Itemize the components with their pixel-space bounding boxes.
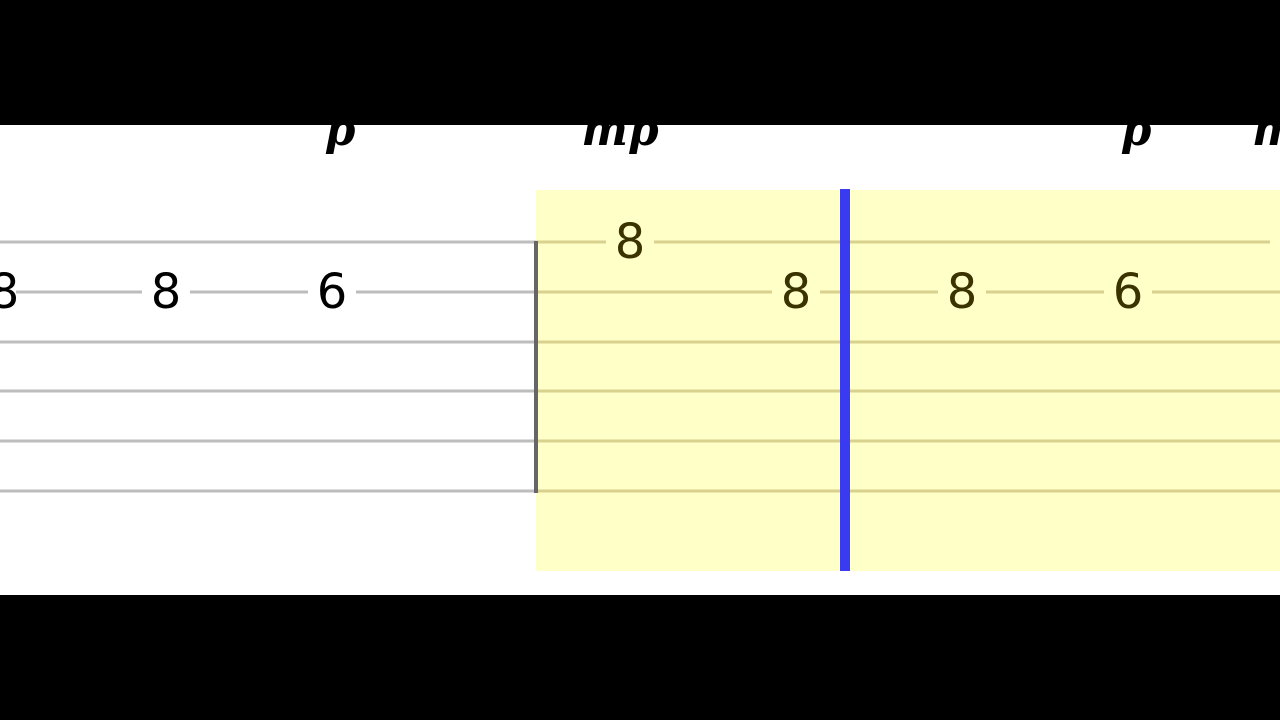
dynamic-marking: mp bbox=[581, 125, 659, 156]
fret-number: 8 bbox=[781, 264, 812, 320]
fret-gap bbox=[142, 265, 190, 319]
tab-staff-svg: 8 8 6 8 8 8 6 p mp p mp bbox=[0, 125, 1280, 571]
fret-number: 8 bbox=[947, 264, 978, 320]
fret-number: 6 bbox=[1113, 264, 1144, 320]
fret-gap bbox=[1104, 265, 1152, 319]
tab-staff-lines-highlighted bbox=[536, 240, 1280, 493]
fret-gap bbox=[308, 265, 356, 319]
fret-number: 8 bbox=[615, 214, 646, 270]
letterbox-top bbox=[0, 0, 1280, 125]
fret-gap bbox=[938, 265, 986, 319]
fret-number: 8 bbox=[151, 264, 182, 320]
tab-score-view[interactable]: 8 8 6 8 8 8 6 p mp p mp bbox=[0, 125, 1280, 595]
current-measure-highlight bbox=[536, 190, 1280, 571]
fret-number: 6 bbox=[317, 264, 348, 320]
fret-number: 8 bbox=[0, 264, 19, 320]
letterbox-bottom bbox=[0, 595, 1280, 720]
fret-gap bbox=[772, 265, 820, 319]
dynamic-marking: p bbox=[325, 125, 356, 156]
playback-cursor[interactable] bbox=[840, 189, 850, 571]
dynamic-marking: p bbox=[1121, 125, 1152, 156]
fret-gap bbox=[606, 215, 654, 269]
tab-staff-lines bbox=[0, 240, 536, 493]
fret-gap bbox=[0, 265, 16, 319]
dynamic-marking: mp bbox=[1252, 125, 1280, 156]
